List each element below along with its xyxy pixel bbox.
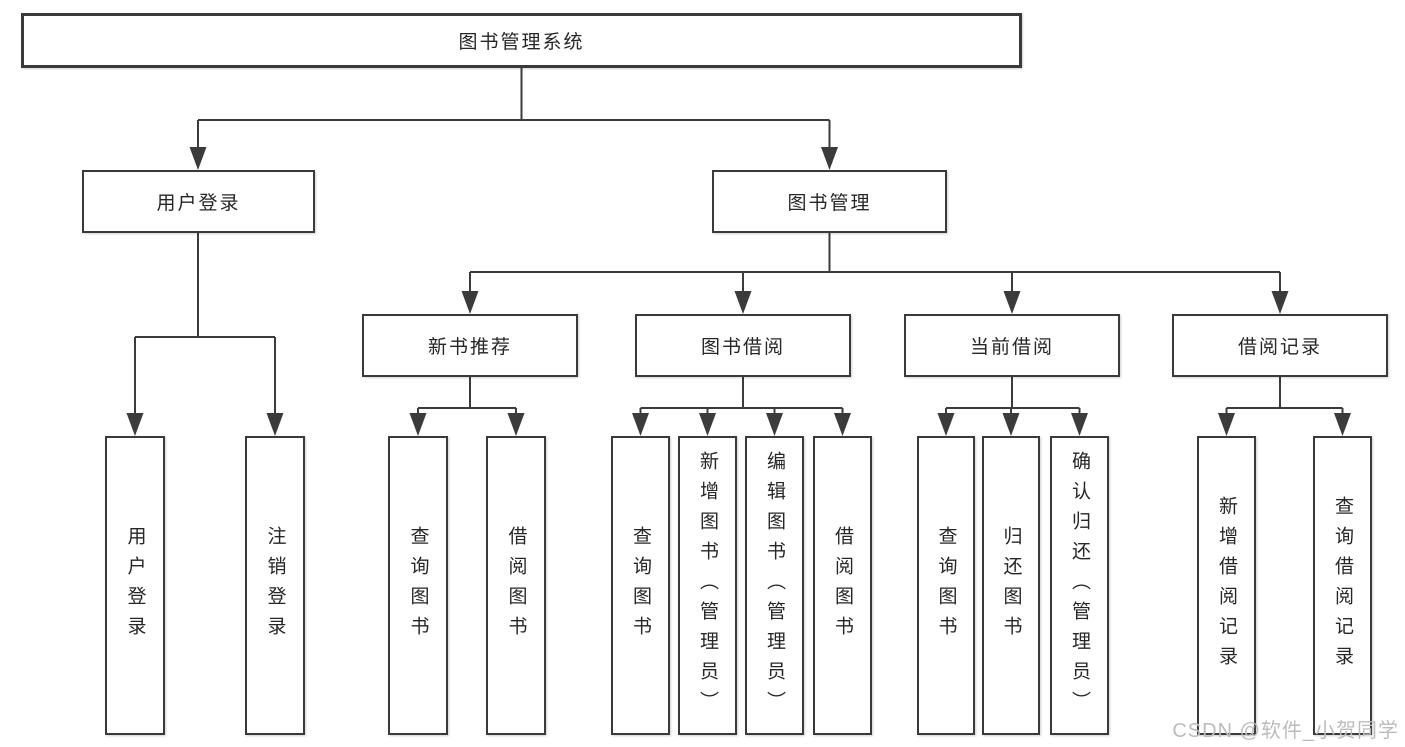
leaf-label: 新增借阅记录 [1216, 495, 1237, 676]
node-label: 图书借阅 [700, 337, 785, 358]
node-label: 图书管理 [787, 193, 872, 214]
node-current-borrowing: 当前借阅 [904, 314, 1120, 377]
leaf-query-books-borrowing: 查询图书 [611, 436, 670, 735]
leaf-borrow-books-recommend: 借阅图书 [486, 436, 546, 735]
leaf-label: 编辑图书（管理员） [764, 450, 785, 721]
leaf-add-books-admin: 新增图书（管理员） [678, 436, 737, 735]
node-new-book-recommend: 新书推荐 [362, 314, 578, 377]
leaf-label: 归还图书 [1000, 525, 1022, 646]
leaf-query-borrow-record: 查询借阅记录 [1313, 436, 1372, 735]
node-book-borrowing: 图书借阅 [635, 314, 851, 377]
leaf-label: 用户登录 [124, 525, 146, 646]
leaf-label: 新增图书（管理员） [697, 450, 718, 721]
leaf-query-books-current: 查询图书 [917, 436, 975, 735]
leaf-return-books: 归还图书 [982, 436, 1040, 735]
leaf-label: 注销登录 [264, 525, 286, 646]
node-library-management-system: 图书管理系统 [21, 13, 1022, 68]
node-label: 新书推荐 [427, 337, 512, 358]
leaf-query-books-recommend: 查询图书 [388, 436, 448, 735]
node-label: 借阅记录 [1237, 337, 1322, 358]
node-label: 用户登录 [156, 193, 241, 214]
node-user-login: 用户登录 [82, 170, 315, 233]
leaf-label: 查询借阅记录 [1332, 495, 1353, 676]
leaf-add-borrow-record: 新增借阅记录 [1197, 436, 1256, 735]
leaf-user-login: 用户登录 [105, 436, 165, 735]
leaf-edit-books-admin: 编辑图书（管理员） [745, 436, 804, 735]
leaf-logout: 注销登录 [245, 436, 305, 735]
node-label: 图书管理系统 [458, 32, 585, 53]
leaf-label: 查询图书 [407, 525, 429, 646]
leaf-label: 借阅图书 [832, 525, 853, 646]
leaf-confirm-return-admin: 确认归还（管理员） [1050, 436, 1109, 735]
leaf-label: 查询图书 [935, 525, 957, 646]
leaf-label: 借阅图书 [505, 525, 527, 646]
node-borrow-records: 借阅记录 [1172, 314, 1388, 377]
leaf-label: 查询图书 [630, 525, 651, 646]
leaf-borrow-books: 借阅图书 [813, 436, 872, 735]
leaf-label: 确认归还（管理员） [1069, 450, 1090, 721]
node-book-management: 图书管理 [712, 170, 947, 233]
node-label: 当前借阅 [969, 337, 1054, 358]
